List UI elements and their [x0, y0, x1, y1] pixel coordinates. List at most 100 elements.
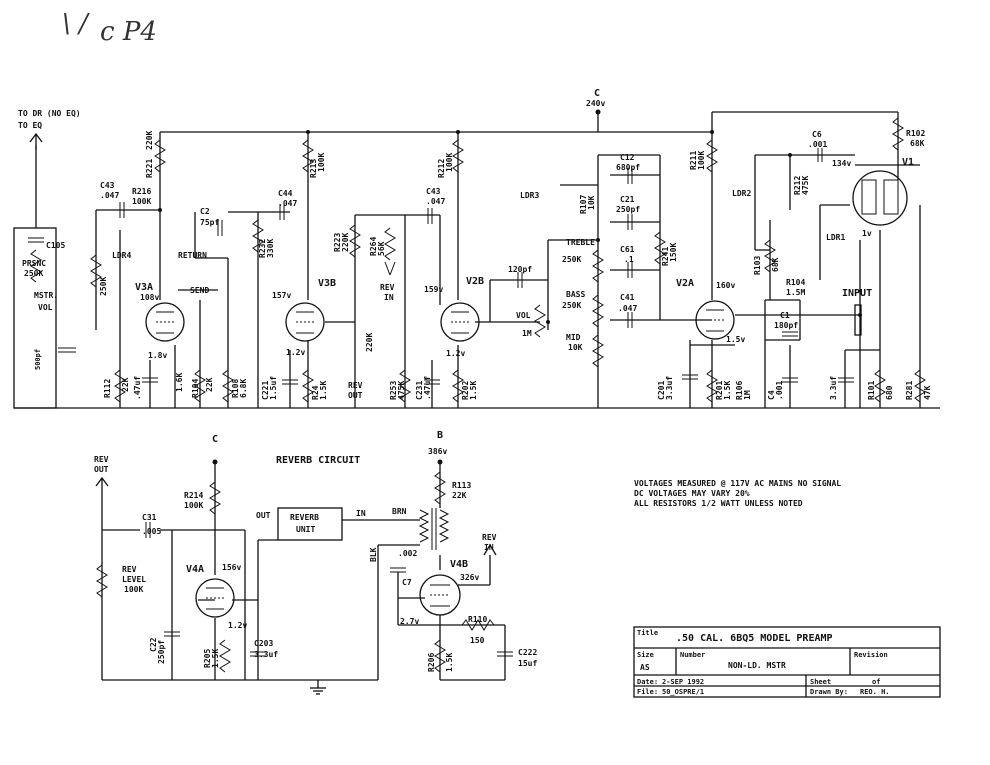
label-rev-out: REV — [348, 381, 363, 390]
resistor-r101 — [874, 369, 886, 403]
note-line-2: DC VOLTAGES MAY VARY 20% — [634, 489, 750, 498]
label-r101-val: 680 — [885, 385, 894, 400]
label-vol: VOL — [516, 311, 531, 320]
label-r213: R213 — [309, 159, 318, 178]
label-v3b-voltage: 157v — [272, 291, 291, 300]
label-v1-cathode: 1v — [862, 229, 872, 238]
label-to-dr: TO DR (NO EQ) — [18, 109, 81, 118]
label-c41-val: .047 — [618, 304, 637, 313]
supply-node: C 240v — [586, 88, 605, 115]
label-r102-val: 68K — [910, 139, 925, 148]
tb-sheet-label: Sheet — [810, 678, 831, 686]
reverb-r113: R113 — [452, 481, 471, 490]
label-send: SEND — [190, 286, 209, 295]
tube-v2b — [440, 302, 480, 342]
reverb-r110: R110 — [468, 615, 487, 624]
label-c21: C21 — [620, 195, 635, 204]
label-v2b: V2B — [466, 276, 484, 287]
reverb-v4b-cathode: 2.7v — [400, 617, 419, 626]
label-mid-val: 10K — [568, 343, 583, 352]
reverb-r214-val: 100K — [184, 501, 203, 510]
label-v2a-voltage: 160v — [716, 281, 735, 290]
reverb-v4a: V4A — [186, 564, 204, 575]
reverb-components — [96, 459, 513, 673]
label-r107-val: 10K — [587, 195, 596, 210]
tb-number: NON-LD. MSTR — [728, 661, 786, 670]
reverb-rev-out-2: OUT — [94, 465, 109, 474]
label-v2b-cathode: 1.2v — [446, 349, 465, 358]
tb-number-label: Number — [680, 651, 705, 659]
label-r102: R102 — [906, 129, 925, 138]
resistor-r104 — [194, 369, 206, 403]
input-jack — [854, 304, 862, 336]
label-r213-val: 100K — [317, 153, 326, 172]
reverb-c31: C31 — [142, 513, 157, 522]
tb-date: 2-SEP 1992 — [662, 678, 704, 686]
label-r108-val: 6.8K — [239, 379, 248, 398]
label-r216-val: 100K — [132, 197, 151, 206]
label-c231: C231 — [415, 381, 424, 400]
label-treble: TREBLE — [566, 238, 595, 247]
label-r264-val: 56K — [377, 241, 386, 256]
resistor-r253 — [399, 369, 411, 403]
reverb-rev-level-val: 100K — [124, 585, 143, 594]
label-presence: PRSNC — [22, 259, 46, 268]
reverb-unit-1: REVERB — [290, 513, 319, 522]
label-v3a-cathode: 1.8v — [148, 351, 167, 360]
label-v2a-cathode: 1.5v — [726, 335, 745, 344]
resistor-r212 — [452, 139, 464, 173]
label-c41: C41 — [620, 293, 635, 302]
label-rev-in-2: IN — [384, 293, 394, 302]
reverb-c31-val: .005 — [142, 527, 161, 536]
main-wiring — [13, 111, 940, 409]
resistor-r108 — [222, 369, 234, 403]
label-v3b: V3B — [318, 278, 336, 289]
label-r232-val: 330K — [266, 239, 275, 258]
label-r112: R112 — [103, 379, 112, 398]
label-r107: R107 — [579, 195, 588, 214]
label-r223-val: 220K — [341, 233, 350, 252]
reverb-unit-2: UNIT — [296, 525, 315, 534]
tb-revision-label: Revision — [854, 651, 888, 659]
label-c4-val: .001 — [775, 381, 784, 400]
label-c-v1: 3.3uf — [829, 376, 838, 400]
label-c6: C6 — [812, 130, 822, 139]
reverb-wiring — [95, 462, 506, 695]
reverb-c203-val: 3.3uf — [254, 650, 278, 659]
label-mid: MID — [566, 333, 581, 342]
label-c-120pf: 120pf — [508, 265, 532, 274]
tb-file-label: File: — [637, 688, 658, 696]
reverb-v4a-cathode: 1.2v — [228, 621, 247, 630]
reverb-in: IN — [356, 509, 366, 518]
reverb-c-002: .002 — [398, 549, 417, 558]
resistor-r281 — [914, 369, 926, 403]
label-c12-val: 680pf — [616, 163, 640, 172]
label-ldr1: LDR1 — [826, 233, 845, 242]
label-r211-val: 100K — [697, 151, 706, 170]
label-rev-out-2: OUT — [348, 391, 363, 400]
label-v3a-voltage: 108v — [140, 293, 159, 302]
label-r281-val: 47K — [923, 385, 932, 400]
tb-drawn: REO. H. — [860, 688, 890, 696]
reverb-v4a-voltage: 156v — [222, 563, 241, 572]
reverb-c203: C203 — [254, 639, 273, 648]
label-r264: R264 — [369, 237, 378, 256]
label-v1: V1 — [902, 157, 914, 168]
label-c2-val: 75pf — [200, 218, 219, 227]
label-r104-val: 22K — [205, 377, 214, 392]
label-r221: R221 — [145, 159, 154, 178]
resistor-r103 — [764, 239, 776, 273]
label-c221-val: 1.5uf — [269, 376, 278, 400]
label-treble-val: 250K — [562, 255, 581, 264]
label-c221: C221 — [261, 381, 270, 400]
reverb-c222-val: 15uf — [518, 659, 537, 668]
supply-voltage: 240v — [586, 99, 605, 108]
reverb-rev-level: REV — [122, 565, 137, 574]
label-r253-val: 475K — [397, 381, 406, 400]
label-r223: R223 — [333, 233, 342, 252]
label-ldr4: LDR4 — [112, 251, 131, 260]
note-line-1: VOLTAGES MEASURED @ 117V AC MAINS NO SIG… — [634, 479, 841, 488]
resistor-r102 — [892, 117, 904, 151]
label-input: INPUT — [842, 288, 872, 299]
label-c1-val: 180pf — [774, 321, 798, 330]
